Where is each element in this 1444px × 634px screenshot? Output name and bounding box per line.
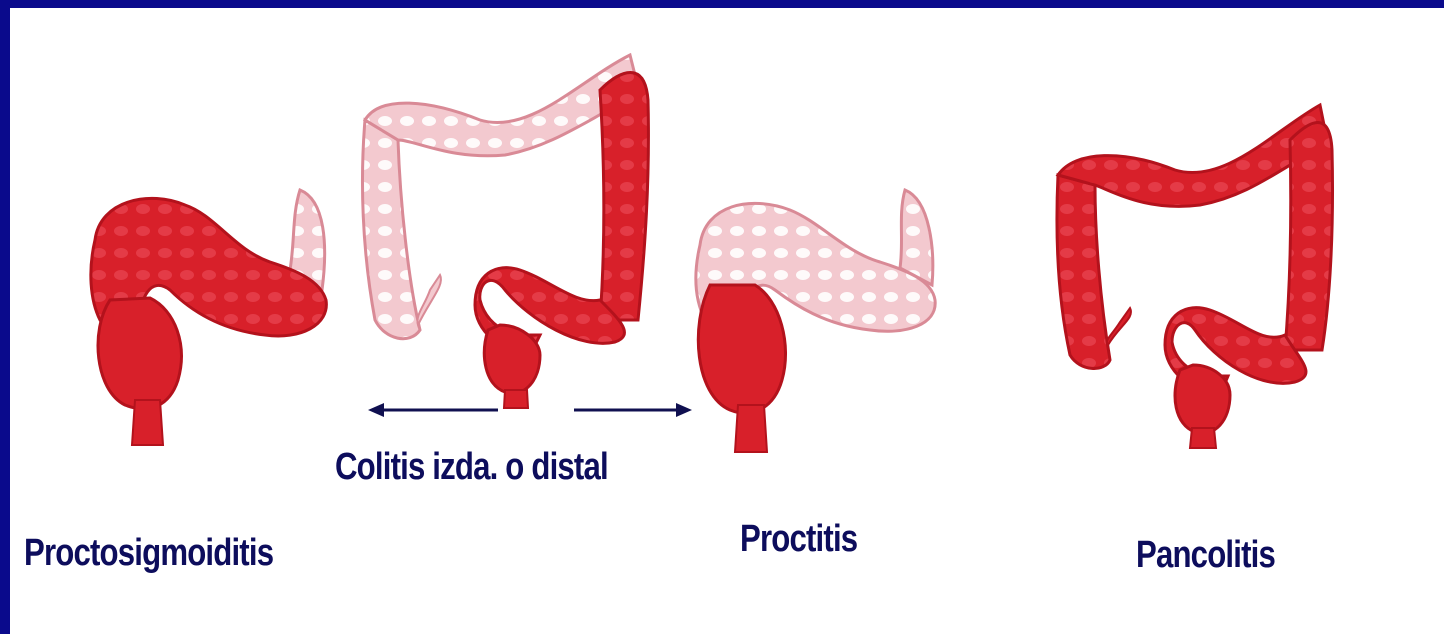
distal-healthy-ascending bbox=[362, 120, 420, 339]
distal-appendix bbox=[417, 275, 441, 325]
distal-anal-canal bbox=[504, 390, 528, 408]
arrow-right-icon bbox=[574, 403, 692, 417]
pancolitis-ascending bbox=[1057, 175, 1110, 368]
label-proctosigmoiditis: Proctosigmoiditis bbox=[24, 532, 273, 575]
proctosigmoiditis-figure bbox=[91, 190, 327, 445]
distal-healthy-transverse bbox=[365, 55, 640, 156]
label-proctitis: Proctitis bbox=[740, 518, 857, 561]
arrow-left-icon bbox=[368, 403, 498, 417]
proctosigmoiditis-rectum bbox=[98, 298, 181, 409]
proctitis-figure bbox=[696, 190, 935, 452]
pancolitis-transverse bbox=[1058, 105, 1328, 206]
proctitis-anal-canal bbox=[735, 405, 767, 452]
pancolitis-figure bbox=[1057, 105, 1333, 448]
pancolitis-rectum bbox=[1175, 365, 1230, 433]
distal-inflamed-descending bbox=[600, 73, 648, 321]
label-pancolitis: Pancolitis bbox=[1136, 534, 1275, 577]
pancolitis-descending bbox=[1285, 123, 1333, 351]
pancolitis-anal-canal bbox=[1190, 428, 1216, 448]
proctitis-inflamed-rectum bbox=[698, 285, 785, 413]
distal-colitis-figure bbox=[362, 55, 692, 417]
proctosigmoiditis-anal-canal bbox=[132, 400, 163, 445]
label-distal-colitis: Colitis izda. o distal bbox=[335, 446, 608, 489]
pancolitis-appendix bbox=[1107, 308, 1131, 345]
